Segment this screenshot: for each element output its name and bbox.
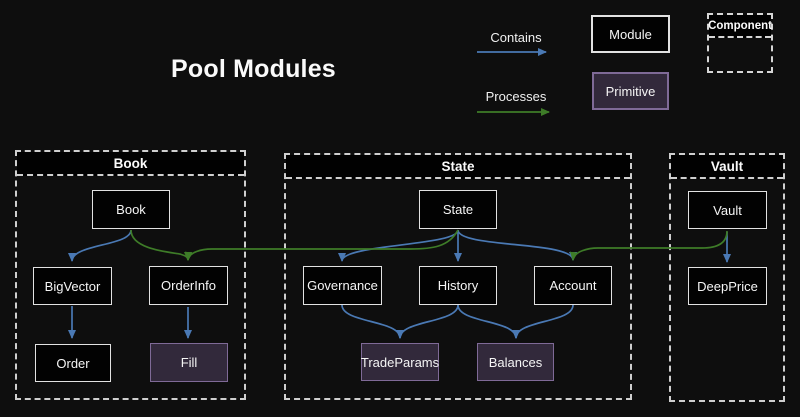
legend-module-box: Module: [591, 15, 670, 53]
cluster-state: State: [284, 153, 632, 400]
node-tradeparams-label: TradeParams: [360, 354, 440, 370]
node-bigvector: BigVector: [33, 267, 112, 305]
node-book-label: Book: [116, 202, 146, 217]
legend-primitive-label: Primitive: [605, 83, 656, 99]
cluster-state-title: State: [286, 155, 630, 179]
node-fill-label: Fill: [180, 355, 198, 370]
node-order-label: Order: [56, 355, 90, 371]
node-governance-label: Governance: [307, 278, 378, 293]
node-bigvector-label: BigVector: [44, 278, 101, 294]
cluster-book: Book: [15, 150, 246, 400]
legend-component-label: Component: [708, 15, 772, 38]
legend-primitive-box: Primitive: [592, 72, 669, 110]
node-orderinfo: OrderInfo: [149, 266, 228, 305]
node-state-label: State: [442, 202, 474, 217]
node-account: Account: [534, 266, 612, 305]
legend-contains-label: Contains: [490, 30, 542, 45]
node-state: State: [419, 190, 497, 229]
cluster-vault: Vault: [669, 153, 785, 402]
node-history: History: [419, 266, 497, 305]
node-vault-label: Vault: [713, 202, 742, 218]
node-governance: Governance: [303, 266, 382, 305]
node-tradeparams: TradeParams: [361, 343, 439, 381]
node-orderinfo-label: OrderInfo: [161, 278, 216, 293]
cluster-vault-title: Vault: [671, 155, 783, 179]
node-deepprice-label: DeepPrice: [697, 278, 758, 294]
node-balances: Balances: [477, 343, 554, 381]
node-account-label: Account: [549, 278, 597, 293]
node-vault: Vault: [688, 191, 767, 229]
diagram-title: Pool Modules: [171, 55, 336, 83]
node-fill: Fill: [150, 343, 228, 382]
node-order: Order: [35, 344, 111, 382]
node-book: Book: [92, 190, 170, 229]
node-history-label: History: [437, 278, 479, 293]
legend-component-box: Component: [707, 13, 773, 73]
node-deepprice: DeepPrice: [688, 267, 767, 305]
node-balances-label: Balances: [488, 354, 543, 370]
legend-processes-label: Processes: [485, 89, 547, 104]
legend-module-label: Module: [609, 26, 652, 42]
cluster-book-title: Book: [17, 152, 244, 176]
